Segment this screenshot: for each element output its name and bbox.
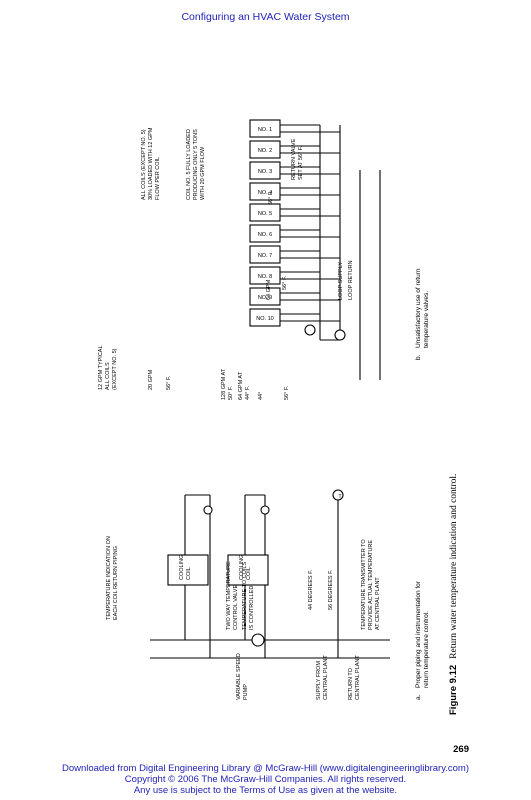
panel-a-caption-2: return temperature control. [423, 611, 430, 688]
figure-9-12: NO. 1 NO. 2 NO. 3 NO. 4 NO. 5 NO. 6 NO. 7 NO. 8… [90, 110, 450, 725]
pump-1: VARIABLE SPEED [236, 653, 242, 700]
note-coil5-3: WITH 20 GPM FLOW [200, 146, 206, 200]
coil-box [249, 161, 281, 180]
coil-a2-label-2: COIL [246, 567, 252, 580]
panel-b-label: b. [415, 354, 422, 360]
typical-3: (EXCEPT NO. 5) [112, 348, 118, 390]
footer-line-1: Downloaded from Digital Engineering Libr… [61, 763, 470, 774]
pump-2: PUMP [243, 684, 249, 700]
coil-box [249, 119, 281, 138]
coil-label: NO. 10 [256, 316, 273, 322]
page-number: 269 [453, 744, 469, 755]
return-2: CENTRAL PLANT [355, 655, 361, 700]
transmitter-3: AT CENTRAL PLANT [375, 577, 381, 630]
coil-box [249, 287, 281, 306]
figure-caption-text: Return water temperature indication and … [449, 473, 459, 659]
temp-56d: 56° F. [268, 190, 274, 205]
temp-56b: 56° F. [284, 385, 290, 400]
transmitter-symbol: T [338, 494, 341, 500]
temp-56a: 56° F. [166, 375, 172, 390]
valve-note-1: TWO WAY TEMPERATURE [226, 561, 232, 630]
page-header-title: Configuring an HVAC Water System [181, 11, 350, 23]
coil-label: NO. 5 [258, 211, 272, 217]
panel-b-caption-1: Unsatisfactory use of return [415, 268, 422, 348]
supply-1: SUPPLY FROM [316, 661, 322, 700]
page-footer: Downloaded from Digital Engineering Libr… [0, 763, 531, 796]
return-1: RETURN TO [348, 667, 354, 700]
temp-56c: 56° F. [282, 275, 288, 290]
figure-caption: Figure 9.12 Return water temperature indi… [448, 474, 459, 715]
coil-box [249, 245, 281, 264]
footer-line-3: Any use is subject to the Terms of Use a… [133, 785, 398, 796]
temp-indication-1: TEMPERATURE INDICATION ON [106, 536, 112, 620]
gpm-128-1: 128 GPM AT [221, 368, 227, 400]
coil-box [249, 266, 281, 285]
loop-supply: LOOP SUPPLY [338, 262, 344, 300]
coil-a1-label-2: COIL [186, 567, 192, 580]
loop-return: LOOP RETURN [348, 260, 354, 300]
note-all-coils-2: 30% LOADED WITH 12 GPM [148, 127, 154, 200]
valve-note-2: CONTROL VALVE [233, 585, 239, 630]
footer-line-2: Copyright © 2006 The McGraw-Hill Compani… [124, 774, 407, 785]
transmitter-2: PROVIDE ACTUAL TEMPERATURE [368, 540, 374, 630]
typical-2: ALL COILS [105, 362, 111, 390]
temp-indication-2: EACH COIL RETURN PIPING [113, 546, 119, 620]
coil-a1-label-1: COOLING [179, 555, 185, 580]
gpm-20: 20 GPM [148, 369, 154, 390]
coil-box [249, 140, 281, 159]
coil-a2-label-1: COOLING [239, 555, 245, 580]
gpm-64-1: 64 GPM AT [238, 371, 244, 400]
coil-label: NO. 3 [258, 169, 272, 175]
coil-label: NO. 4 [258, 190, 272, 196]
coils-note-2: IS CONTROLLED [249, 586, 255, 630]
note-coil5-1: COIL NO. 5 FULLY LOADED [186, 129, 192, 200]
figure-caption-label: Figure 9.12 [448, 664, 459, 715]
hvac-diagram: NO. 1 NO. 2 NO. 3 NO. 4 NO. 5 NO. 6 NO. 7 NO. 8… [98, 119, 430, 700]
note-all-coils-1: ALL COILS (EXCEPT NO. 5) [141, 129, 147, 200]
coil-label: NO. 6 [258, 232, 272, 238]
panel-b-caption-2: temperature valves. [423, 291, 430, 348]
temp-56-degrees: 56 DEGREES F. [328, 569, 334, 610]
coil-label: NO. 2 [258, 148, 272, 154]
transmitter-1: TEMPERATURE TRANSMITTER TO [361, 539, 367, 630]
coils-note-1: TEMPERATURE TO COILS [242, 562, 248, 630]
coil-label: NO. 1 [258, 127, 272, 133]
supply-2: CENTRAL PLANT [323, 655, 329, 700]
return-valve-2: SET AT 56° F. [298, 146, 304, 180]
coil-box [249, 224, 281, 243]
note-coil5-2: PRODUCING ONLY 5 TONS [193, 129, 199, 200]
gpm-64-2: 44° F. [245, 385, 251, 400]
figure-caption-container: Figure 9.12 Return water temperature indi… [448, 425, 468, 715]
return-valve-1: RETURN VALVE [291, 138, 297, 180]
coil-box [249, 203, 281, 222]
temp-44-degrees: 44 DEGREES F. [308, 569, 314, 610]
coil-label: NO. 7 [258, 253, 272, 259]
note-all-coils-3: FLOW PER COIL [155, 157, 161, 200]
coil-box [249, 308, 281, 327]
typical-1: 12 GPM TYPICAL [98, 345, 104, 390]
coil-label: NO. 9 [258, 295, 272, 301]
gpm-64b: 64 GPM [266, 279, 272, 300]
coil-label: NO. 8 [258, 274, 272, 280]
coil-box [249, 182, 281, 201]
panel-a-caption-1: Proper piping and instrumentation for [415, 580, 422, 688]
panel-a-label: a. [415, 694, 422, 700]
gpm-128-2: 50° F. [228, 385, 234, 400]
temp-44: 44° [258, 392, 264, 400]
